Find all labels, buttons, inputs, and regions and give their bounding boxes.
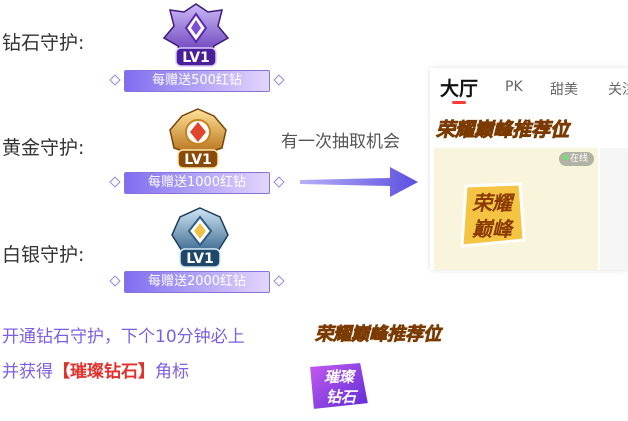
silver-guard-badge-icon: LV1 xyxy=(171,207,229,268)
reward-banner-gold: 每赠送1000红钻 xyxy=(108,172,286,194)
promo-line-1: 开通钻石守护，下个10分钟必上 xyxy=(2,327,245,347)
reward-banner-diamond: 每赠送500红钻 xyxy=(108,70,286,92)
tab-active-indicator xyxy=(452,101,466,104)
ribbon-title: 荣耀巅峰推荐位 xyxy=(436,119,571,141)
corner-badge-line1: 璀璨 xyxy=(324,368,357,386)
logo-line1: 荣耀 xyxy=(472,191,516,215)
reward-text-diamond: 每赠送500红钻 xyxy=(124,70,270,92)
preview-tab-bar: 大厅 PK 甜美 关注 xyxy=(430,68,628,106)
banner-diamond-ornament-icon xyxy=(109,176,121,188)
logo-line2: 巅峰 xyxy=(472,217,515,241)
tier-level-gold: LV1 xyxy=(184,152,212,168)
app-preview-panel: 大厅 PK 甜美 关注 荣耀巅峰推荐位 在线 荣耀 巅峰 xyxy=(430,68,628,270)
banner-diamond-ornament-icon xyxy=(273,74,285,86)
tier-label-gold: 黄金守护: xyxy=(2,137,85,159)
reward-banner-silver: 每赠送2000红钻 xyxy=(108,271,286,293)
corner-badge-line2: 钻石 xyxy=(326,388,359,406)
gold-guard-badge-icon: LV1 xyxy=(169,108,227,169)
arrow-right-icon xyxy=(300,167,418,197)
tab-pk[interactable]: PK xyxy=(505,79,523,95)
brilliant-diamond-corner-badge-icon: 璀璨 钻石 xyxy=(307,360,371,412)
tier-label-silver: 白银守护: xyxy=(2,244,85,266)
tab-lobby[interactable]: 大厅 xyxy=(440,78,479,100)
online-badge: 在线 xyxy=(558,152,594,166)
inline-title-text: 荣耀巅峰推荐位 xyxy=(315,324,443,345)
glory-peak-ribbon: 荣耀巅峰推荐位 xyxy=(436,119,572,142)
diamond-guard-badge-icon: LV1 xyxy=(162,3,230,67)
online-dot-icon xyxy=(562,155,568,160)
banner-diamond-ornament-icon xyxy=(273,176,285,188)
reward-text-silver: 每赠送2000红钻 xyxy=(124,271,270,293)
banner-diamond-ornament-icon xyxy=(109,74,121,86)
live-room-card[interactable]: 在线 荣耀 巅峰 xyxy=(434,148,598,270)
tab-sweet[interactable]: 甜美 xyxy=(550,82,578,98)
tab-follow[interactable]: 关注 xyxy=(608,82,628,98)
glory-peak-inline-title: 荣耀巅峰推荐位 xyxy=(315,324,444,346)
glory-peak-logo: 荣耀 巅峰 xyxy=(460,182,526,248)
promo-line-2: 并获得【璀璨钻石】角标 xyxy=(2,362,189,382)
reward-text-gold: 每赠送1000红钻 xyxy=(124,172,270,194)
banner-diamond-ornament-icon xyxy=(109,275,121,287)
brilliant-diamond-highlight: 【璀璨钻石】 xyxy=(53,362,155,382)
next-card-edge xyxy=(600,148,628,270)
tier-level-diamond: LV1 xyxy=(182,50,210,66)
tier-label-diamond: 钻石守护: xyxy=(2,32,85,54)
tier-level-silver: LV1 xyxy=(186,251,214,267)
draw-chance-text: 有一次抽取机会 xyxy=(281,132,400,152)
banner-diamond-ornament-icon xyxy=(273,275,285,287)
